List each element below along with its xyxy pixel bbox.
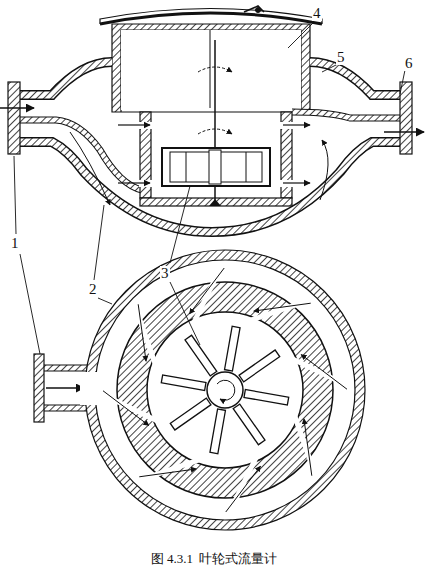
measuring-chamber [117,282,333,498]
flow-arrow [139,469,196,477]
lid [100,13,322,24]
flow-arrow [304,419,312,476]
impeller-blade [185,335,217,376]
slot [295,415,311,462]
impeller-blade [244,390,289,406]
inlet-flange [34,354,44,422]
callout-number: 6 [404,56,414,71]
slot [235,457,257,502]
impeller [162,148,270,186]
plan-view [34,250,365,530]
impeller-blade [225,326,241,371]
flow-arrow [138,304,146,361]
impeller-blade [161,375,206,391]
slot [139,318,155,365]
impeller-blade [210,409,226,454]
slot [292,359,337,381]
inlet-flange [8,82,20,154]
slot [113,400,158,422]
flow-arrow [190,268,225,314]
hinge [244,6,264,12]
impeller-blade [170,398,211,430]
figure-caption: 图 4.3.1 叶轮式流量计 [151,552,278,565]
leader-lines [14,22,405,354]
impeller-blade [233,404,265,445]
outlet-flange [400,82,412,154]
flow-arrow [301,355,347,390]
register-housing [112,24,310,112]
callout-number: 3 [160,266,170,281]
callout-number: 5 [336,50,346,65]
callout-number: 1 [10,236,20,251]
slot [153,460,200,476]
flow-arrow [226,466,261,512]
flow-arrow [103,391,149,426]
slot [250,304,297,320]
slot [194,278,216,323]
impeller-blade [239,350,280,382]
section-view [0,6,424,232]
impeller [161,326,288,453]
callout-number: 2 [88,282,98,297]
callout-number: 4 [312,6,322,21]
casing [85,250,365,530]
flow-arrow [254,303,311,311]
